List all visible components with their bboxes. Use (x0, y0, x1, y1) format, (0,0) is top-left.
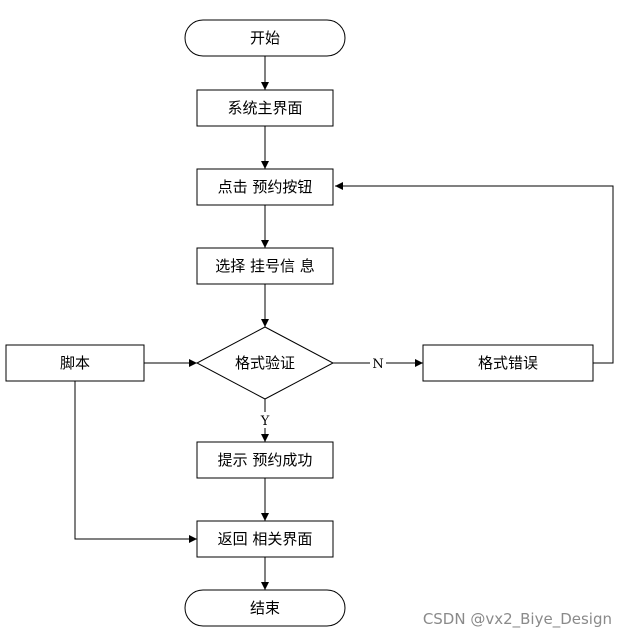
return-ui-box (196, 520, 334, 558)
prompt-success-label: 提示 预约成功 (218, 451, 313, 469)
node-script: 脚本 (5, 344, 145, 382)
edges (74, 56, 614, 590)
prompt-success-box (196, 441, 334, 479)
edge-label-yes: Y (260, 414, 270, 429)
node-main-ui: 系统主界面 (196, 89, 334, 127)
validate-label: 格式验证 (235, 354, 295, 372)
node-return-ui: 返回 相关界面 (196, 520, 334, 558)
script-label: 脚本 (60, 354, 90, 372)
edge-script-to-return (74, 381, 197, 543)
start-label: 开始 (250, 29, 280, 47)
validate-diamond (195, 326, 335, 400)
node-end: 结束 (184, 589, 346, 627)
end-label: 结束 (250, 599, 280, 617)
click-reserve-label: 点击 预约按钮 (218, 178, 313, 196)
edge-error-to-click (335, 182, 614, 364)
format-error-label: 格式错误 (478, 354, 538, 372)
select-info-box (196, 247, 334, 285)
end-terminal (184, 589, 346, 627)
main-ui-label: 系统主界面 (227, 99, 302, 117)
format-error-box (422, 344, 594, 382)
select-info-label: 选择 挂号信 息 (215, 257, 315, 275)
node-start: 开始 (184, 19, 346, 57)
node-prompt-success: 提示 预约成功 (196, 441, 334, 479)
node-select-info: 选择 挂号信 息 (196, 247, 334, 285)
edge-label-yes-bg (258, 412, 272, 428)
start-terminal (184, 19, 346, 57)
node-validate: 格式验证 (195, 326, 335, 400)
edge-label-no: N (372, 357, 383, 372)
node-click-reserve: 点击 预约按钮 (196, 168, 334, 206)
return-ui-label: 返回 相关界面 (218, 530, 313, 548)
edge-label-no-bg (370, 355, 386, 371)
click-reserve-box (196, 168, 334, 206)
script-box (5, 344, 145, 382)
main-ui-box (196, 89, 334, 127)
node-format-error: 格式错误 (422, 344, 594, 382)
watermark-text: CSDN @vx2_Biye_Design (423, 610, 612, 629)
